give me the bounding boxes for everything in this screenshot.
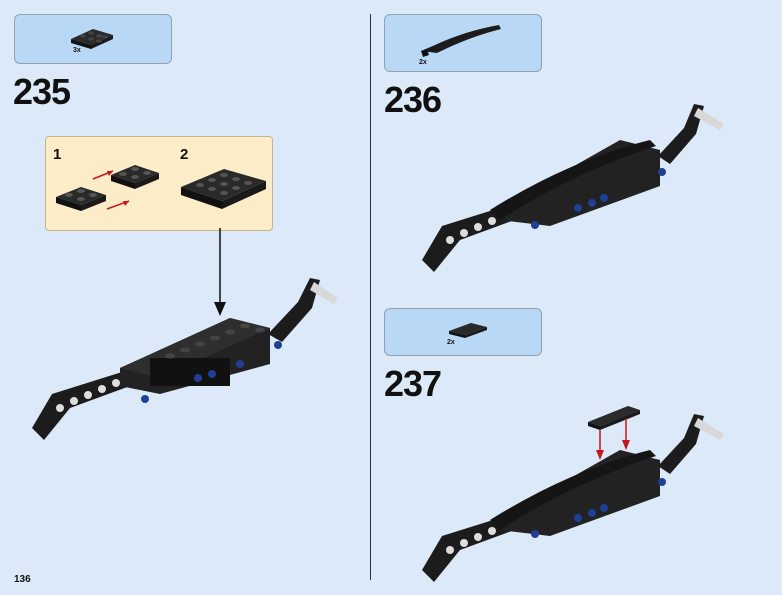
step-number-237: 237 [384, 363, 442, 404]
page-divider [370, 14, 371, 580]
plate-2x3-icon [71, 29, 113, 49]
curved-slope-icon [421, 25, 501, 57]
substep-2-plates-illustration [181, 169, 266, 209]
model-235-illustration [32, 278, 338, 440]
substep-callout-235: 1 2 [45, 136, 273, 231]
substep-number-1: 1 [53, 146, 62, 163]
step-number-235: 235 [13, 71, 71, 112]
parts-quantity: 2x [447, 339, 455, 346]
model-236-illustration [422, 104, 724, 272]
model-237-illustration [422, 406, 724, 582]
substep-1-plates-illustration [56, 165, 159, 211]
parts-callout-235: 3x [14, 14, 172, 64]
page-number: 136 [14, 574, 31, 585]
step-number-236: 236 [384, 79, 442, 120]
tile-1x4-icon [449, 323, 487, 338]
parts-quantity: 3x [73, 47, 81, 54]
placement-arrow [214, 228, 226, 316]
parts-quantity: 2x [419, 59, 427, 66]
substep-number-2: 2 [180, 146, 189, 163]
parts-callout-237: 2x [384, 308, 542, 356]
parts-callout-236: 2x [384, 14, 542, 72]
